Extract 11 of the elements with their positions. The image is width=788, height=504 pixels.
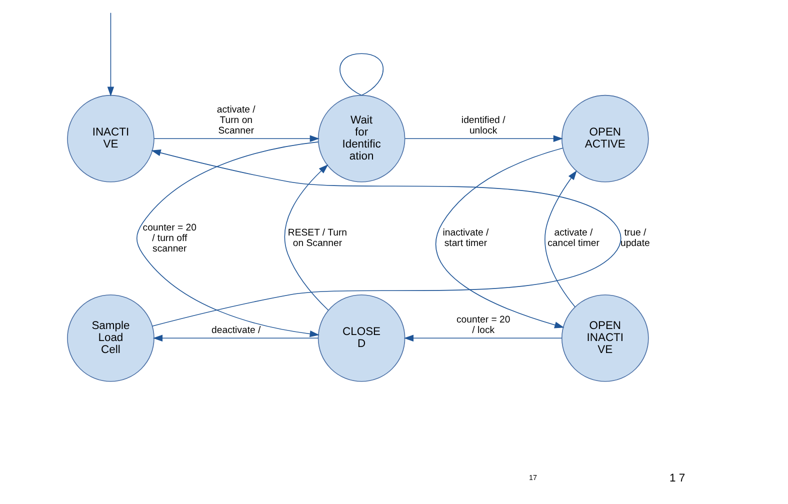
label: 1 7	[669, 472, 686, 484]
edge-label: counter = 20 / turn off scanner	[142, 222, 196, 254]
edge-label: true / update	[620, 227, 650, 249]
edge-label: inactivate / start timer	[442, 227, 489, 249]
edge-label: RESET / Turn on Scanner	[288, 227, 348, 249]
edge-label: counter = 20 / lock	[456, 314, 510, 336]
label: 17	[529, 472, 538, 482]
edge-label: deactivate /	[212, 324, 261, 336]
edge-label: activate / cancel timer	[548, 227, 600, 249]
edge-label: activate / Turn on Scanner	[216, 104, 256, 136]
edge-label: identified / unlock	[461, 114, 506, 136]
